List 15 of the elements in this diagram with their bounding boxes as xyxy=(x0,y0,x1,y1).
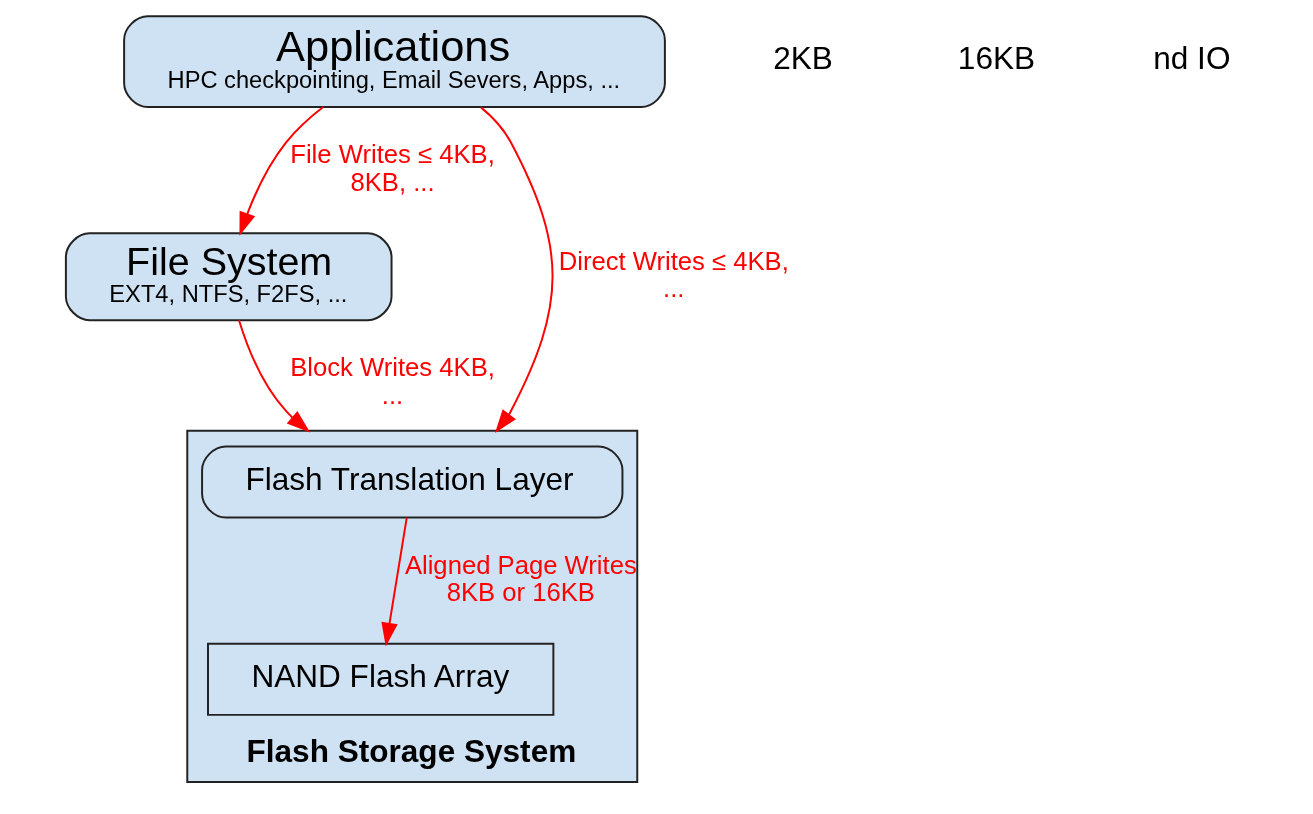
node-box: Flash Translation Layer xyxy=(201,445,624,519)
arrow xyxy=(238,319,311,433)
edge-label: File Writes ≤ 4KB, 8KB, ... xyxy=(290,140,495,196)
edge-label: Direct Writes ≤ 4KB, ... xyxy=(558,246,789,303)
label: 2KB xyxy=(773,40,833,77)
edge-label: Aligned Page Writes 8KB or 16KB xyxy=(404,550,637,607)
label: nd IO xyxy=(1153,40,1231,77)
node-box: NAND Flash Array xyxy=(207,642,555,716)
arrow xyxy=(381,516,408,647)
node-box: Applications HPC checkpointing, Email Severs, Apps, ... xyxy=(123,15,666,108)
label: 16KB xyxy=(957,40,1036,77)
arrow xyxy=(239,106,325,236)
arrow xyxy=(480,106,554,434)
node-box: File System EXT4, NTFS, F2FS, ... xyxy=(64,232,393,322)
edge-label: Block Writes 4KB, ... xyxy=(290,353,495,409)
